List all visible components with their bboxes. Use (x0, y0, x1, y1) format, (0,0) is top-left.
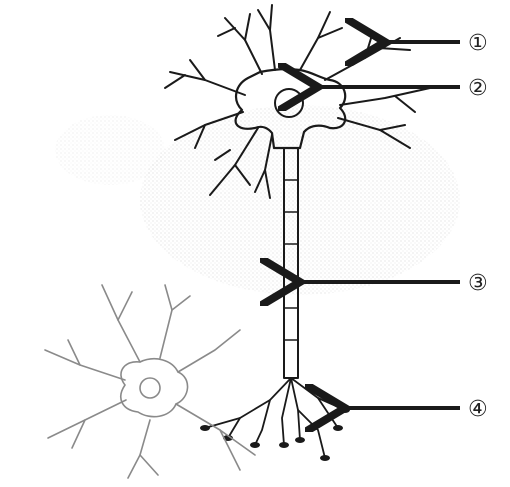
axon-terminals (205, 378, 345, 458)
label-3: ③ (468, 271, 488, 296)
background-stipple (55, 105, 460, 295)
label-1: ① (468, 31, 488, 56)
second-neuron (45, 285, 255, 478)
label-2: ② (468, 76, 488, 101)
label-4: ④ (468, 397, 488, 422)
